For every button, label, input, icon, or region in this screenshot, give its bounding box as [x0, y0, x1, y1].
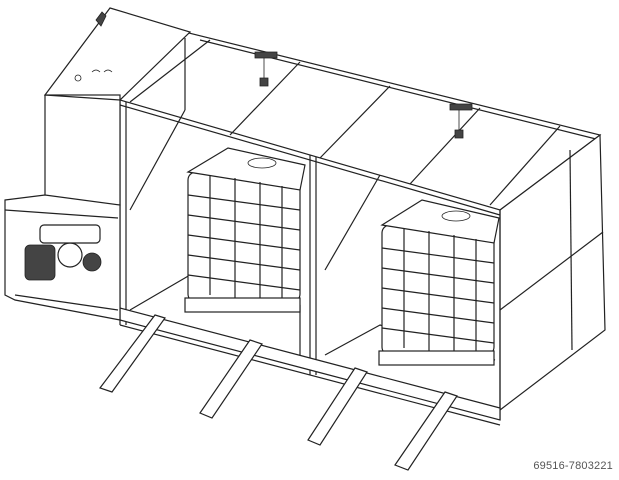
ceiling-hoists	[254, 51, 473, 139]
ramps	[99, 314, 458, 471]
ibc-tank-left	[184, 147, 306, 313]
right-end-wall	[499, 133, 606, 420]
pump-unit	[4, 194, 121, 321]
reference-number: 69516-7803221	[533, 460, 613, 472]
ibc-tank-right	[378, 199, 500, 366]
control-cabinet	[43, 7, 192, 206]
